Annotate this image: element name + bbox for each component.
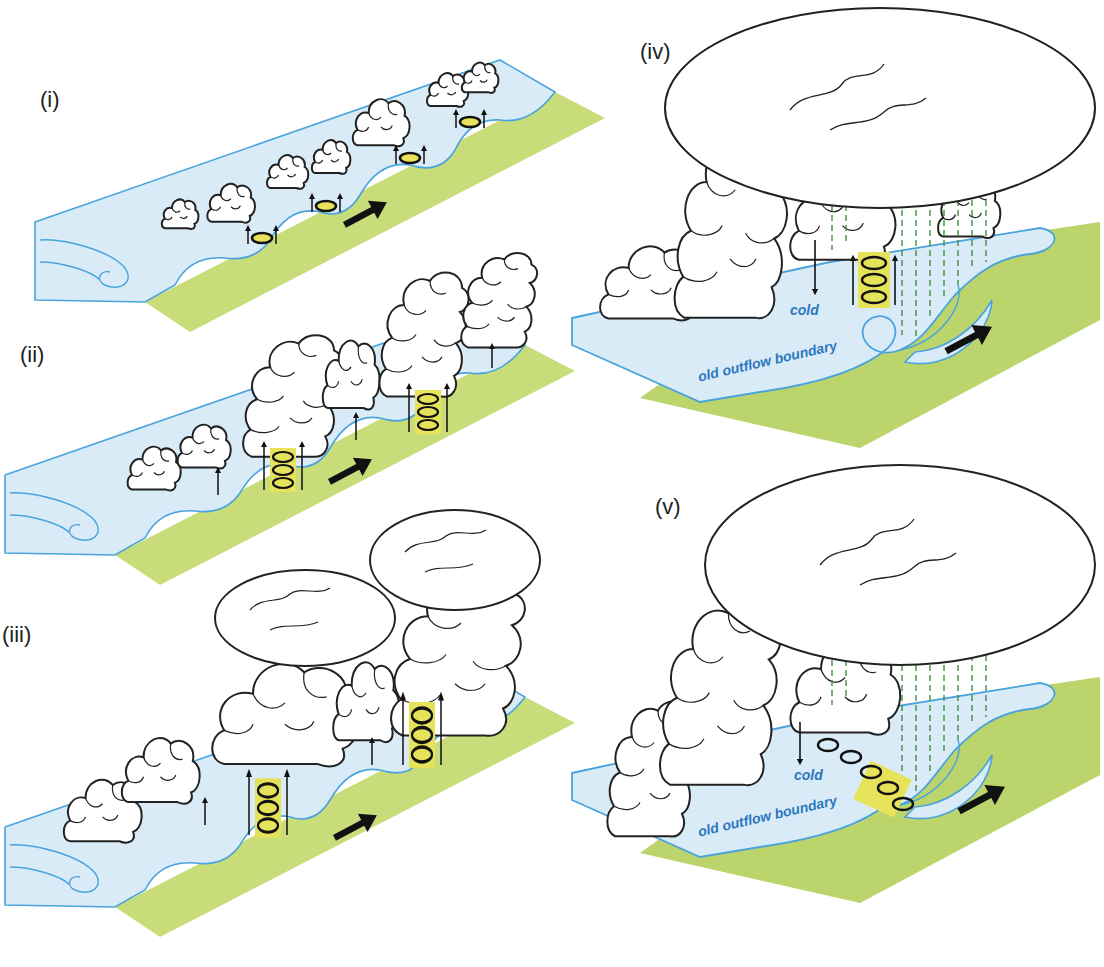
panel-number: (i) (40, 88, 60, 112)
air-mass-label: cold (788, 303, 821, 318)
panel-number: (ii) (20, 343, 44, 367)
panel-number: (iv) (640, 40, 671, 64)
panel-number: (iii) (2, 623, 31, 647)
panel-number: (v) (655, 495, 681, 519)
air-mass-label: cold (792, 768, 825, 783)
